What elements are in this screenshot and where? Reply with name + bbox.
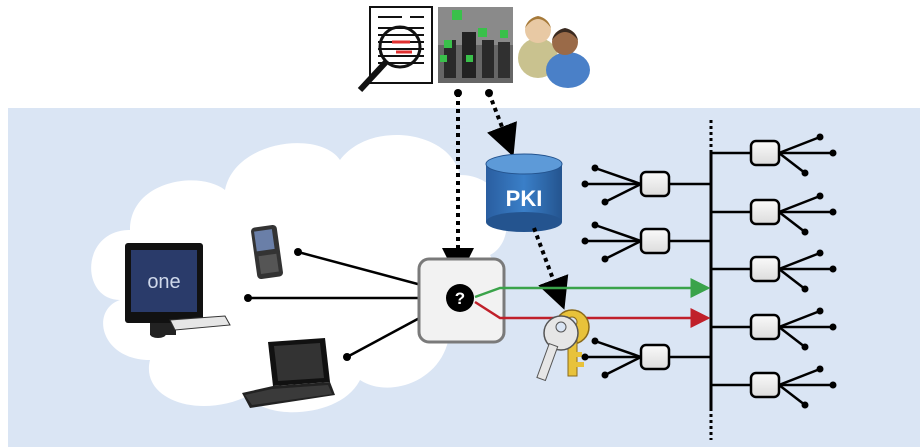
decision-box: ? xyxy=(417,257,506,344)
users-icon xyxy=(518,16,590,88)
document-magnifier-icon xyxy=(357,6,433,93)
dotted-arrow-to-keys xyxy=(532,227,569,310)
deny-arrow xyxy=(474,300,711,328)
network-switch-icon xyxy=(581,133,837,409)
cloud-shape xyxy=(91,134,507,413)
allow-arrow xyxy=(474,278,711,299)
desktop-computer-icon: one xyxy=(125,243,231,338)
keys-icon xyxy=(536,309,590,382)
device-link-lines xyxy=(244,248,443,361)
pki-database-icon: PKI xyxy=(485,153,563,232)
decision-label: ? xyxy=(455,289,465,308)
dotted-arrow-to-pki xyxy=(487,92,517,157)
desktop-screen-text: one xyxy=(147,271,180,293)
pki-label: PKI xyxy=(506,186,543,211)
mobile-phone-icon xyxy=(251,224,283,280)
group-photo-icon xyxy=(438,7,513,83)
laptop-icon xyxy=(242,338,335,408)
